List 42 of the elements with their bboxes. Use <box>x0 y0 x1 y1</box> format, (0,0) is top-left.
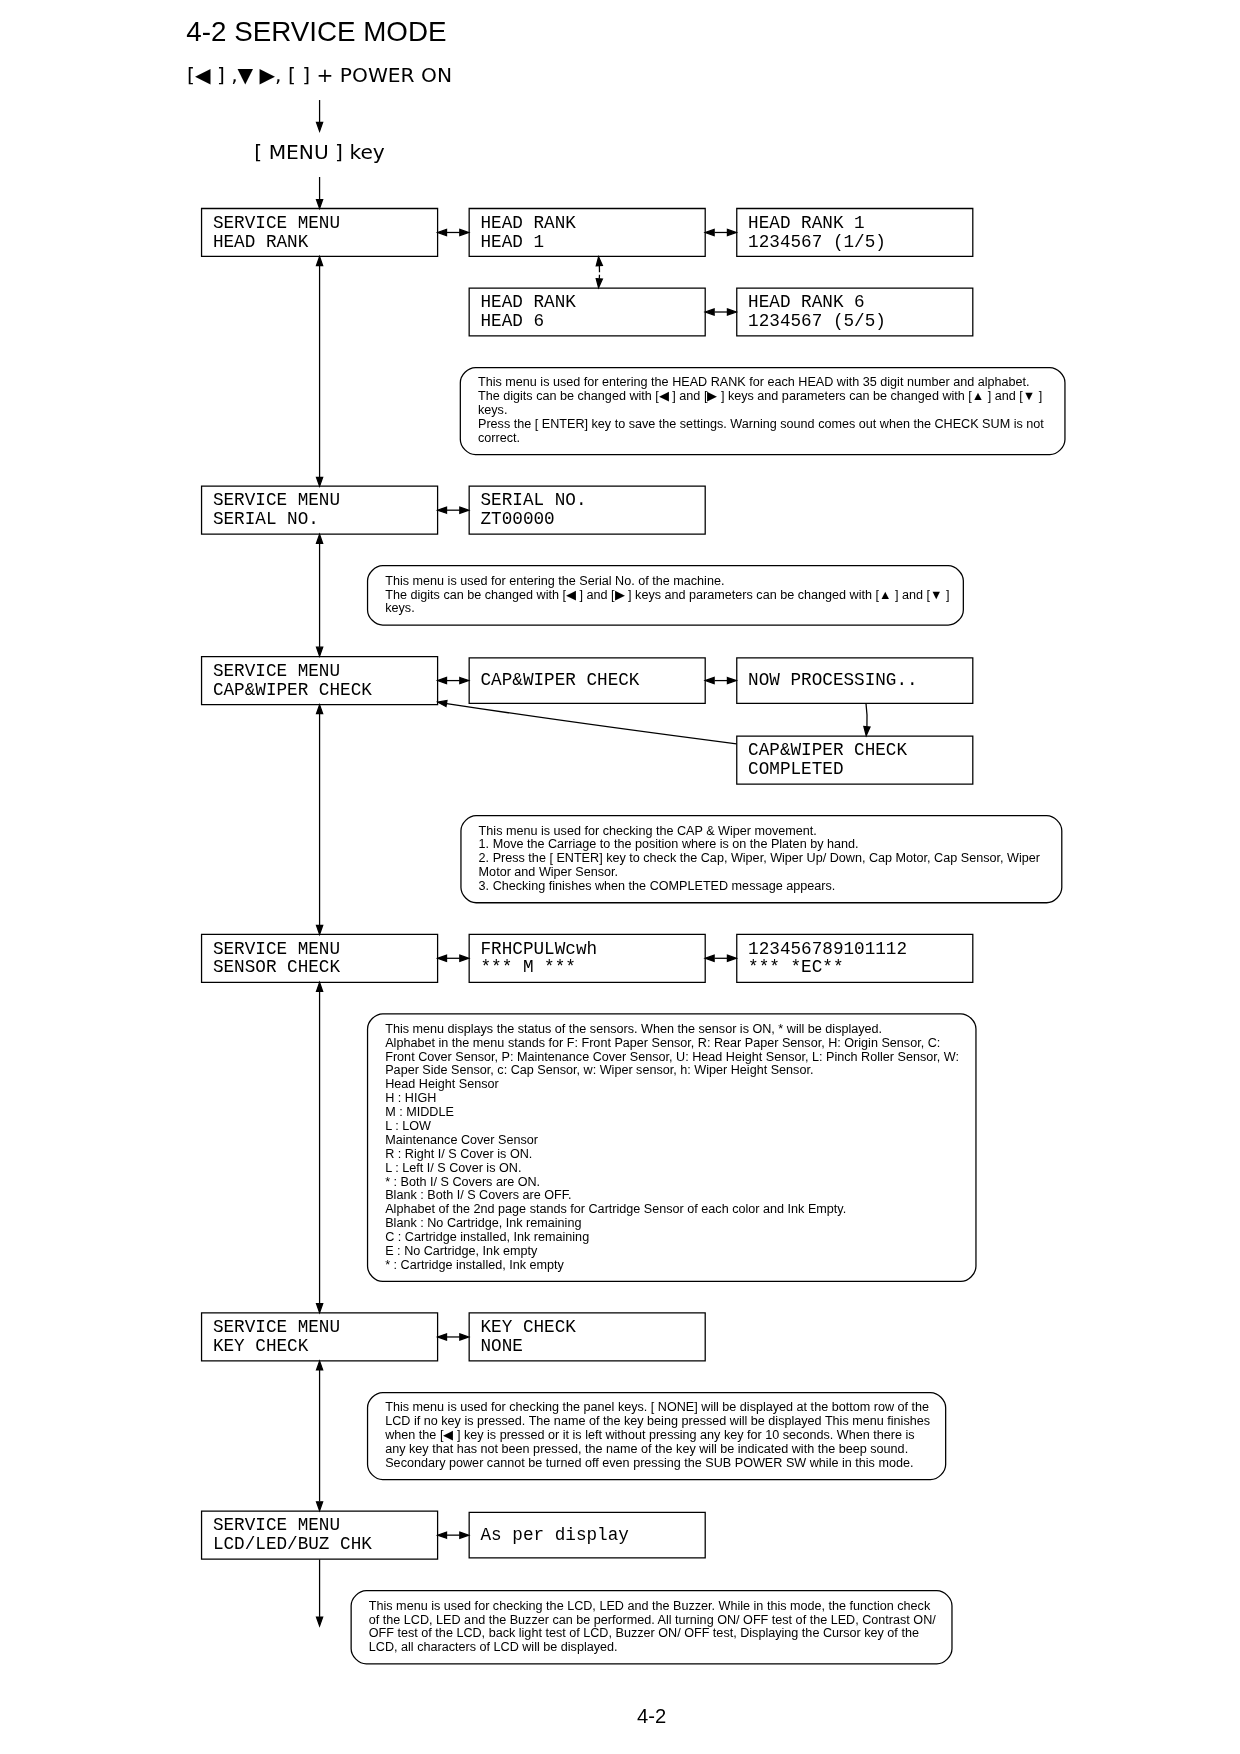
arrow <box>315 980 324 1314</box>
node-box: As per display <box>468 1511 706 1558</box>
arrow <box>703 307 739 316</box>
arrow <box>435 1332 471 1341</box>
node-box: CAP&WIPER CHECK <box>468 656 706 704</box>
node-box: FRHCPULWcwh *** M *** <box>468 933 706 983</box>
node-box: SERVICE MENU LCD/LED/BUZ CHK <box>200 1510 439 1560</box>
node-box: HEAD RANK 6 1234567 (5/5) <box>736 286 974 337</box>
node-box: This menu displays the status of the sensors. When the sensor is ON, * will be displayed. Alphabet in the menu stands for F: Front Paper Sensor, R: Rear Paper Sensor, H: Origin Sensor, C: Front Cover Sensor, P: Maintenance Cover Sensor, U: Head Height Sensor, L: Pinch Roller Sensor, W: Paper Side Sensor, c: Cap Sensor, w: Wiper sensor, h: Wiper Height Sensor. Head Height Sensor H : HIGH M : MIDDLE L : LOW Maintenance Cover Sensor R : Right I/ S Cover is ON. L : Left I/ S Cover is ON. * : Both I/ S Covers are ON. Blank : Both I/ S Covers are OFF. Alphabet of the 2nd page stands for Cartridge Sensor of each color and Ink Empty. Blank : No Cartridge, Ink remaining C : Cartridge installed, Ink remaining E : No Cartridge, Ink empty * : Cartridge installed, Ink empty <box>366 1012 977 1282</box>
arrow <box>315 175 324 210</box>
node-box: HEAD RANK 1 1234567 (1/5) <box>736 207 974 257</box>
arrow <box>315 1358 324 1512</box>
node-box: HEAD RANK HEAD 1 <box>468 207 706 257</box>
node-box: HEAD RANK HEAD 6 <box>468 286 706 337</box>
arrow <box>315 532 324 658</box>
node-box: SERIAL NO. ZT00000 <box>468 485 706 535</box>
arrow <box>315 98 324 133</box>
arrow <box>315 254 324 488</box>
node-box: SERVICE MENU SENSOR CHECK <box>200 933 439 983</box>
arrow <box>315 702 324 936</box>
node-text: [◀ ] ,▼ ▶, [ ] + POWER ON <box>187 62 453 87</box>
node-box: This menu is used for checking the panel keys. [ NONE] will be displayed at the bottom row of the LCD if no key is pressed. The name of the key being pressed will be displayed This menu finishes when the [◀ ] key is pressed or it is left without pressing any key for 10 seconds. When there is any key that has not been pressed, the name of the key will be indicated with the beep sound. Secondary power cannot be turned off even pressing the SUB POWER SW while in this mode. <box>366 1391 947 1480</box>
node-box: KEY CHECK NONE <box>468 1311 706 1362</box>
label: 4-2 <box>636 1704 667 1727</box>
arrow <box>435 1530 471 1539</box>
node-text: [ MENU ] key <box>254 139 385 164</box>
node-box: SERVICE MENU CAP&WIPER CHECK <box>200 655 439 705</box>
node-box: This menu is used for checking the LCD, LED and the Buzzer. While in this mode, the function check of the LCD, LED and the Buzzer can be performed. All turning ON/ OFF test of the LED, Contrast ON/ OFF test of the LCD, back light test of LCD, Buzzer ON/ OFF test, Displaying the Cursor key of the LCD, all characters of LCD will be displayed. <box>350 1589 953 1665</box>
node-box: This menu is used for checking the CAP & Wiper movement. 1. Move the Carriage to the position where is on the Platen by hand. 2. Press the [ ENTER] key to check the Cap, Wiper, Wiper Up/ Down, Cap Motor, Cap Sensor, Wiper Motor and Wiper Sensor. 3. Checking finishes when the COMPLETED message appears. <box>460 814 1063 903</box>
node-box: 123456789101112 *** *EC** <box>736 933 974 983</box>
diagram-title: 4-2 SERVICE MODE <box>186 15 447 47</box>
node-box: SERVICE MENU SERIAL NO. <box>200 485 439 535</box>
arrow <box>595 254 604 290</box>
node-box: This menu is used for entering the Serial No. of the machine. The digits can be changed with [◀ ] and [▶ ] keys and parameters can be changed with [▲ ] and [▼ ] keys. <box>366 564 964 626</box>
arrow <box>315 1558 324 1628</box>
node-box: NOW PROCESSING.. <box>736 656 974 704</box>
node-box: SERVICE MENU KEY CHECK <box>200 1311 439 1362</box>
node-box: SERVICE MENU HEAD RANK <box>200 207 439 257</box>
arrow <box>863 702 871 737</box>
node-box: CAP&WIPER CHECK COMPLETED <box>736 735 974 785</box>
node-box: This menu is used for entering the HEAD RANK for each HEAD with 35 digit number and alphabet. The digits can be changed with [◀ ] and [▶ ] keys and parameters can be changed with [▲ ] and [▼ ] keys. Press the [ ENTER] key to save the settings. Warning sound comes out when the CHECK SUM is not correct. <box>459 366 1066 455</box>
arrow <box>435 699 738 745</box>
